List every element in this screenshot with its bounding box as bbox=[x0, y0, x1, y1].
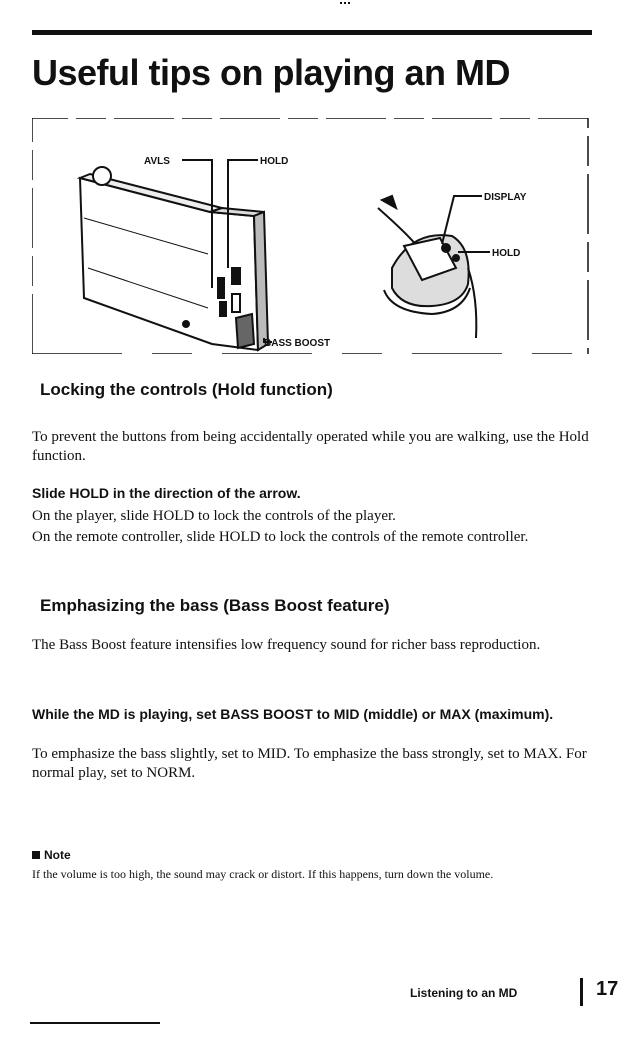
illustration-figure: AVLS HOLD BASS BOOST DISPLAY HOLD bbox=[32, 118, 592, 354]
section-heading-bass: Emphasizing the bass (Bass Boost feature… bbox=[40, 596, 390, 615]
remote-callout-lines bbox=[441, 195, 490, 253]
hold-remote-text: On the remote controller, slide HOLD to … bbox=[32, 529, 529, 545]
player-and-remote-illustration: AVLS HOLD BASS BOOST DISPLAY HOLD bbox=[32, 118, 589, 354]
bottom-rule bbox=[30, 1022, 160, 1024]
page-title: Useful tips on playing an MD bbox=[32, 52, 511, 93]
page-number: 17 bbox=[596, 978, 619, 1000]
footer-section-label: Listening to an MD bbox=[410, 986, 518, 1000]
label-bass-boost: BASS BOOST bbox=[264, 338, 330, 349]
bass-detail-text: To emphasize the bass slightly, set to M… bbox=[32, 746, 587, 781]
md-player-drawing bbox=[76, 166, 270, 352]
note-heading: Note bbox=[32, 848, 71, 862]
top-edge-mark bbox=[340, 2, 350, 6]
note-heading-label: Note bbox=[44, 848, 71, 862]
label-hold-player: HOLD bbox=[260, 156, 288, 167]
remote-controller-drawing bbox=[377, 194, 478, 339]
label-hold-remote: HOLD bbox=[492, 248, 520, 259]
player-callout-lines bbox=[182, 159, 272, 343]
hold-intro-text: To prevent the buttons from being accide… bbox=[32, 429, 589, 464]
hold-player-text: On the player, slide HOLD to lock the co… bbox=[32, 508, 396, 524]
note-text: If the volume is too high, the sound may… bbox=[32, 867, 494, 881]
title-rule bbox=[32, 30, 592, 35]
bass-intro-text: The Bass Boost feature intensifies low f… bbox=[32, 637, 541, 653]
footer-divider bbox=[580, 978, 583, 1006]
section-heading-hold: Locking the controls (Hold function) bbox=[40, 380, 333, 399]
hold-step-instruction: Slide HOLD in the direction of the arrow… bbox=[32, 485, 301, 501]
label-avls: AVLS bbox=[144, 156, 170, 167]
bass-step-instruction: While the MD is playing, set BASS BOOST … bbox=[32, 706, 554, 722]
note-icon bbox=[32, 851, 40, 859]
label-display: DISPLAY bbox=[484, 192, 527, 203]
